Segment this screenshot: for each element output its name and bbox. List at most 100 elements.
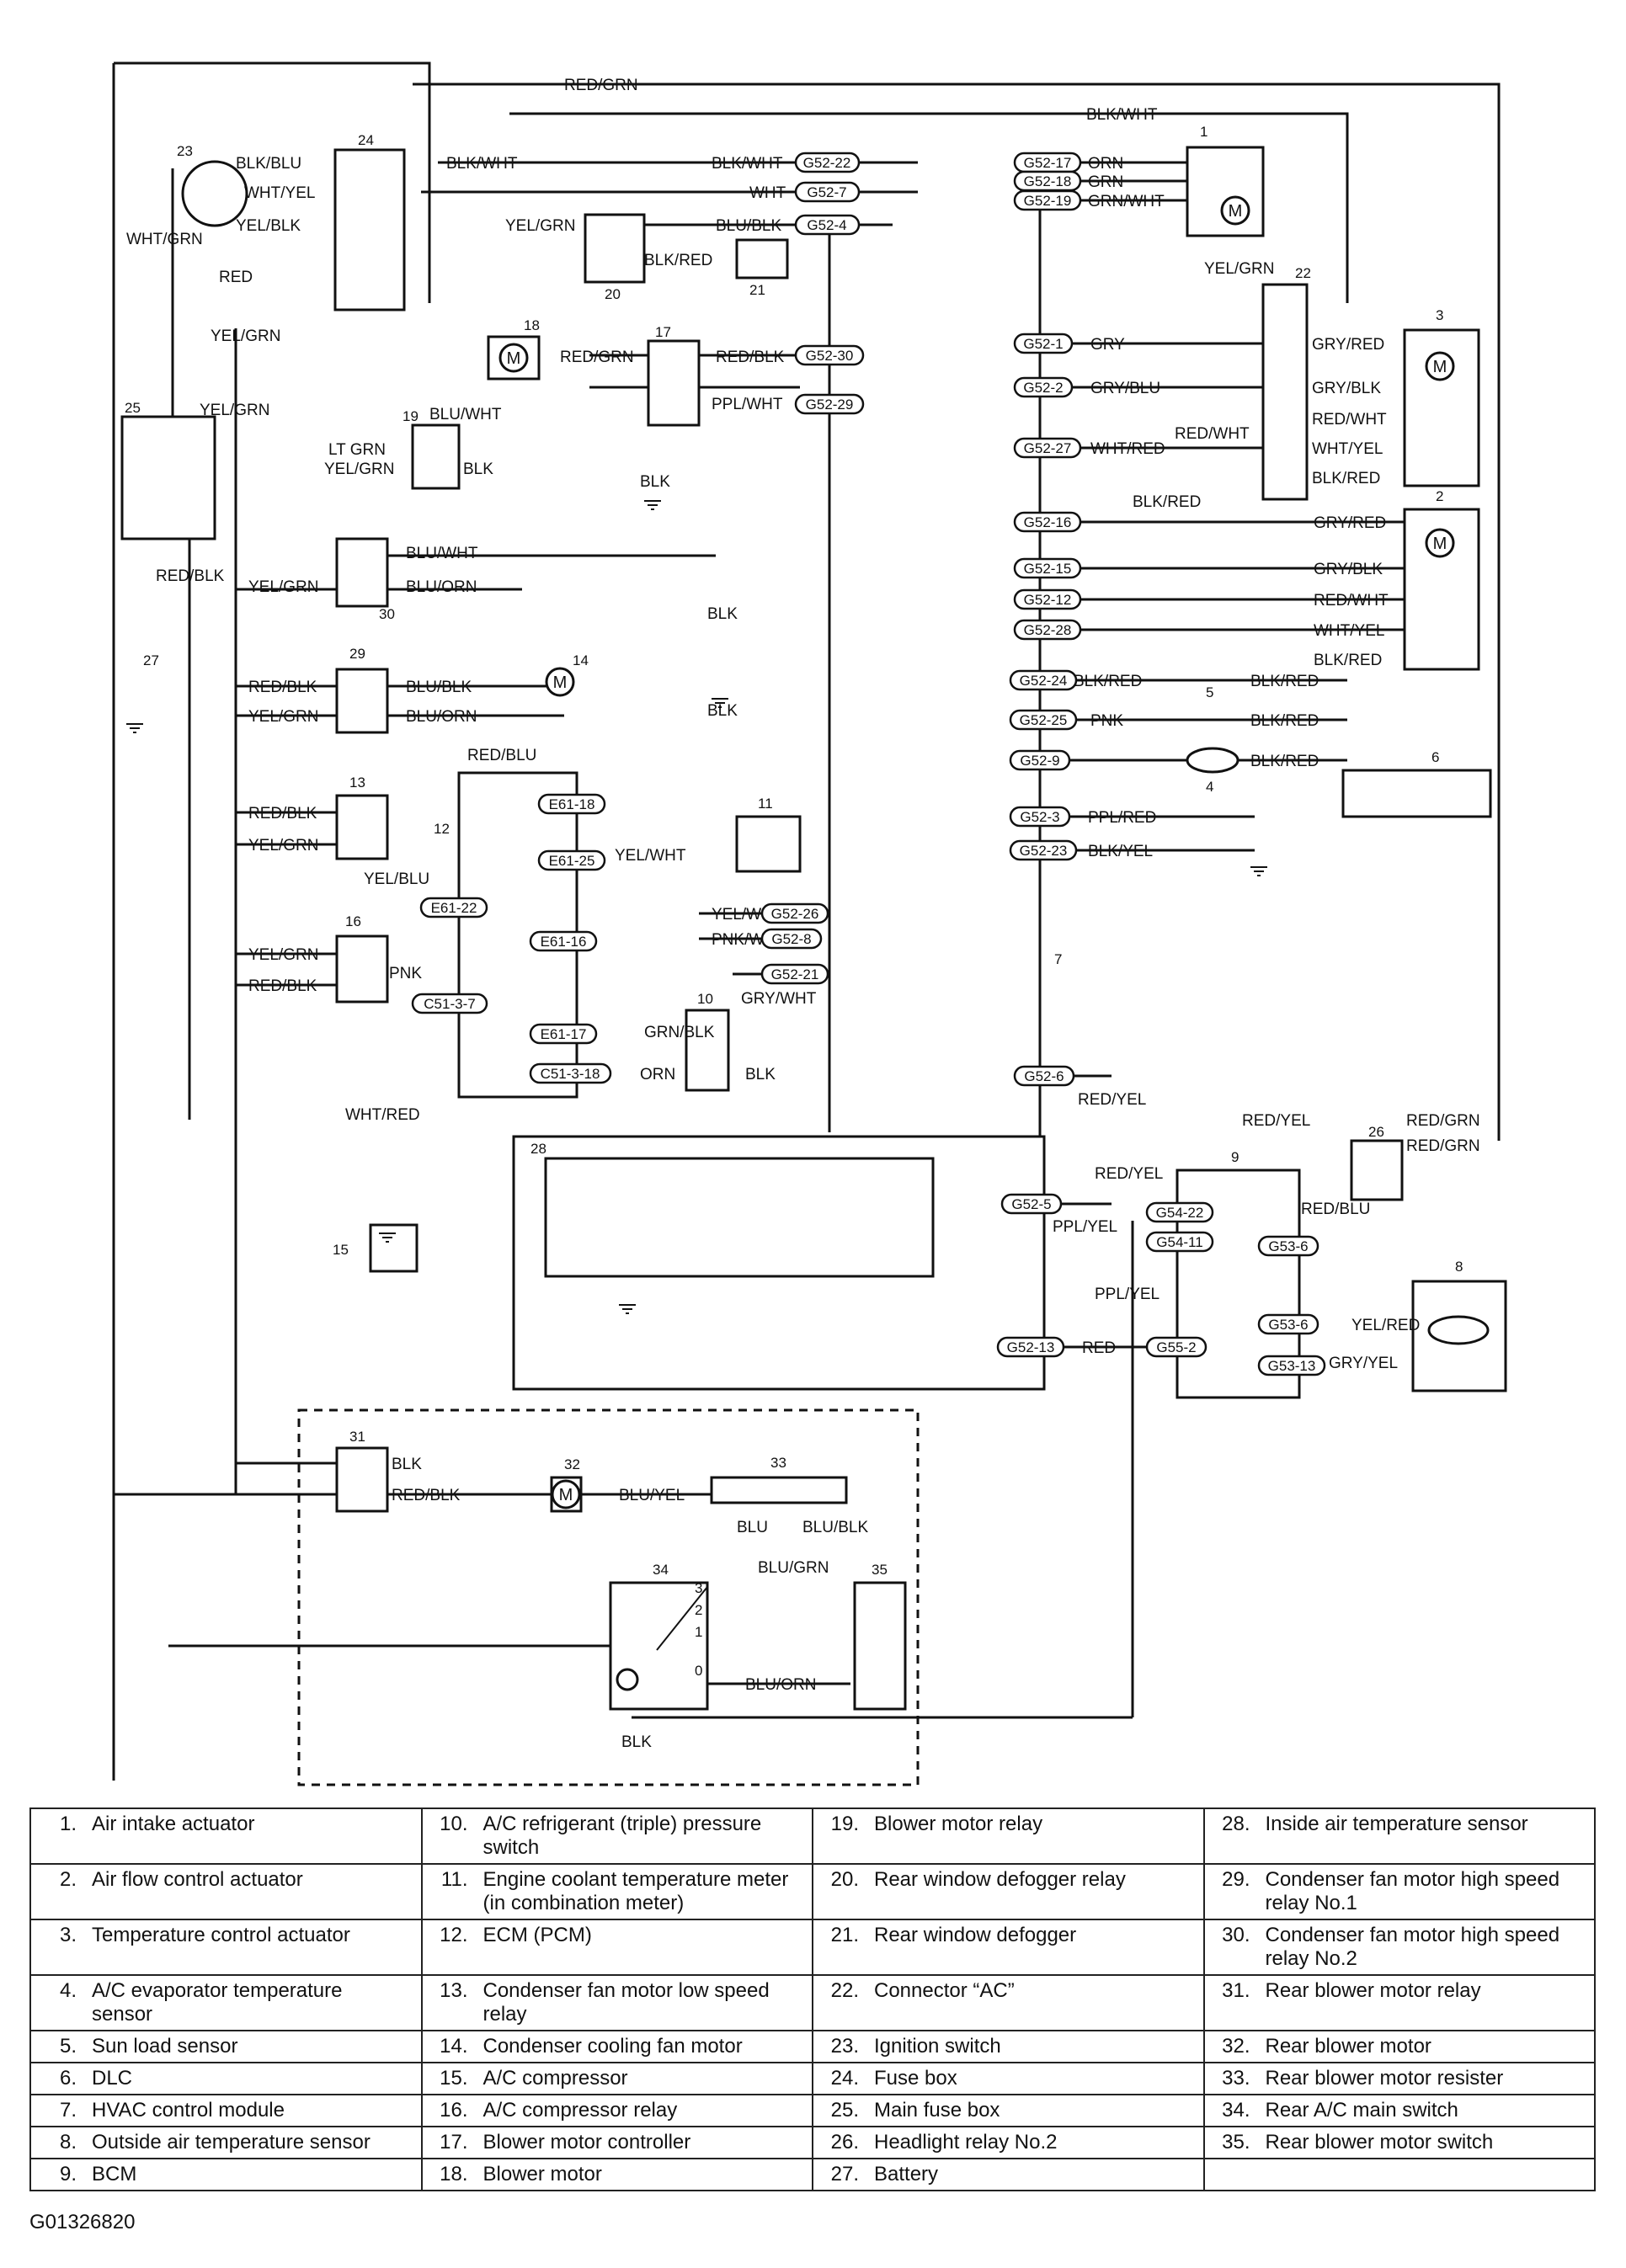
svg-text:G52-26: G52-26 — [771, 906, 819, 922]
svg-text:YEL/GRN: YEL/GRN — [200, 402, 269, 419]
svg-text:RED/BLK: RED/BLK — [392, 1487, 461, 1504]
svg-text:BLK/RED: BLK/RED — [1250, 753, 1319, 770]
legend-cell: 34.Rear A/C main switch — [1202, 2094, 1596, 2127]
legend-number: 10. — [440, 1813, 468, 1835]
svg-text:G52-22: G52-22 — [803, 155, 851, 171]
svg-text:28: 28 — [530, 1141, 546, 1157]
legend-label: Connector “AC” — [874, 1979, 1015, 2002]
legend-cell: 9.BCM — [29, 2158, 423, 2191]
legend-number: 34. — [1222, 2099, 1250, 2122]
svg-text:G52-13: G52-13 — [1007, 1339, 1055, 1355]
legend-label: Headlight relay No.2 — [874, 2131, 1058, 2154]
svg-text:9: 9 — [1231, 1149, 1239, 1165]
legend-cell: 20.Rear window defogger relay — [812, 1863, 1205, 1920]
legend-cell: 15.A/C compressor — [420, 2062, 813, 2095]
figure-code: G01326820 — [29, 2211, 136, 2233]
legend-cell: 7.HVAC control module — [29, 2094, 423, 2127]
svg-text:RED/WHT: RED/WHT — [1312, 411, 1387, 429]
svg-text:G52-24: G52-24 — [1020, 673, 1068, 689]
svg-text:29: 29 — [349, 646, 365, 662]
svg-text:G52-27: G52-27 — [1024, 440, 1072, 456]
svg-text:24: 24 — [358, 132, 374, 148]
svg-text:33: 33 — [770, 1455, 786, 1471]
legend-cell: 5.Sun load sensor — [29, 2030, 423, 2063]
legend-number: 27. — [830, 2163, 859, 2185]
legend-number: 5. — [59, 2035, 77, 2058]
svg-text:3: 3 — [1436, 307, 1443, 323]
legend-cell: 11.Engine coolant temperature meter (in … — [420, 1863, 813, 1920]
legend-cell: 2.Air flow control actuator — [29, 1863, 423, 1920]
svg-text:BLK/BLU: BLK/BLU — [236, 155, 301, 173]
legend-label: Rear window defogger relay — [874, 1868, 1126, 1891]
svg-text:G52-30: G52-30 — [806, 348, 854, 364]
legend-number: 9. — [59, 2163, 77, 2185]
legend-label: Main fuse box — [874, 2099, 1000, 2122]
legend-number: 25. — [830, 2099, 859, 2122]
svg-text:G52-19: G52-19 — [1024, 193, 1072, 209]
legend-number: 11. — [440, 1868, 468, 1891]
svg-text:BLK: BLK — [707, 605, 738, 623]
legend-cell: 33.Rear blower motor resister — [1202, 2062, 1596, 2095]
legend-number: 31. — [1222, 1979, 1250, 2002]
legend-cell: 26.Headlight relay No.2 — [812, 2126, 1205, 2159]
svg-text:BLK: BLK — [707, 702, 738, 720]
svg-text:BLK/RED: BLK/RED — [644, 252, 712, 269]
svg-text:YEL/GRN: YEL/GRN — [1204, 260, 1274, 278]
legend-label: Condenser fan motor high speed relay No.… — [1265, 1924, 1560, 1970]
svg-text:15: 15 — [333, 1242, 349, 1258]
svg-text:8: 8 — [1455, 1259, 1463, 1275]
svg-text:RED/GRN: RED/GRN — [1406, 1137, 1480, 1155]
svg-text:BLK: BLK — [640, 473, 670, 491]
svg-text:G54-22: G54-22 — [1156, 1205, 1204, 1221]
svg-text:WHT/RED: WHT/RED — [345, 1106, 420, 1124]
svg-text:G52-25: G52-25 — [1020, 712, 1068, 728]
svg-text:E61-25: E61-25 — [549, 853, 595, 869]
svg-text:G54-11: G54-11 — [1156, 1234, 1202, 1250]
legend-label: Rear blower motor — [1265, 2035, 1431, 2058]
components: 24 23 25 20 21 18 17 19 1 22 3 — [120, 124, 1507, 1786]
svg-text:31: 31 — [349, 1429, 365, 1445]
svg-text:14: 14 — [573, 652, 589, 668]
svg-text:RED: RED — [1082, 1339, 1116, 1357]
legend-cell — [1202, 2158, 1596, 2191]
svg-text:GRY/YEL: GRY/YEL — [1329, 1355, 1398, 1372]
svg-text:BLU/BLK: BLU/BLK — [406, 679, 472, 696]
legend-cell: 1.Air intake actuator — [29, 1807, 423, 1865]
legend-label: A/C compressor — [482, 2067, 628, 2090]
svg-text:GRY/BLU: GRY/BLU — [1090, 380, 1160, 397]
svg-text:YEL/GRN: YEL/GRN — [248, 946, 318, 964]
svg-text:6: 6 — [1431, 749, 1439, 765]
legend-number: 30. — [1222, 1924, 1250, 1946]
svg-text:BLU/YEL: BLU/YEL — [619, 1487, 685, 1504]
svg-text:G52-6: G52-6 — [1024, 1068, 1064, 1084]
svg-text:BLK/WHT: BLK/WHT — [712, 155, 783, 173]
legend-number: 12. — [440, 1924, 468, 1946]
svg-text:BLU/WHT: BLU/WHT — [406, 545, 478, 562]
svg-text:GRY/RED: GRY/RED — [1314, 514, 1386, 532]
legend-cell: 22.Connector “AC” — [812, 1974, 1205, 2031]
rear-switch-positions: 3 2 1 0 — [616, 1580, 708, 1691]
svg-text:BLK/RED: BLK/RED — [1074, 673, 1142, 690]
svg-text:WHT/RED: WHT/RED — [1090, 440, 1165, 458]
svg-text:E61-17: E61-17 — [541, 1026, 587, 1042]
svg-text:RED/WHT: RED/WHT — [1175, 425, 1250, 443]
legend-cell: 24.Fuse box — [812, 2062, 1205, 2095]
svg-text:25: 25 — [125, 400, 141, 416]
svg-text:RED/BLK: RED/BLK — [248, 679, 317, 696]
svg-text:G55-2: G55-2 — [1156, 1339, 1196, 1355]
legend-label: Air intake actuator — [92, 1813, 255, 1835]
svg-text:BLU: BLU — [737, 1519, 768, 1536]
legend-number: 3. — [59, 1924, 77, 1946]
svg-text:RED/YEL: RED/YEL — [1242, 1112, 1310, 1130]
svg-text:2: 2 — [1436, 488, 1443, 504]
svg-text:RED/YEL: RED/YEL — [1078, 1091, 1146, 1109]
svg-text:G52-9: G52-9 — [1020, 753, 1059, 769]
legend-label: Inside air temperature sensor — [1265, 1813, 1528, 1835]
svg-text:RED/BLK: RED/BLK — [716, 349, 785, 366]
legend-label: Temperature control actuator — [92, 1924, 350, 1946]
svg-text:PPL/YEL: PPL/YEL — [1053, 1218, 1117, 1236]
